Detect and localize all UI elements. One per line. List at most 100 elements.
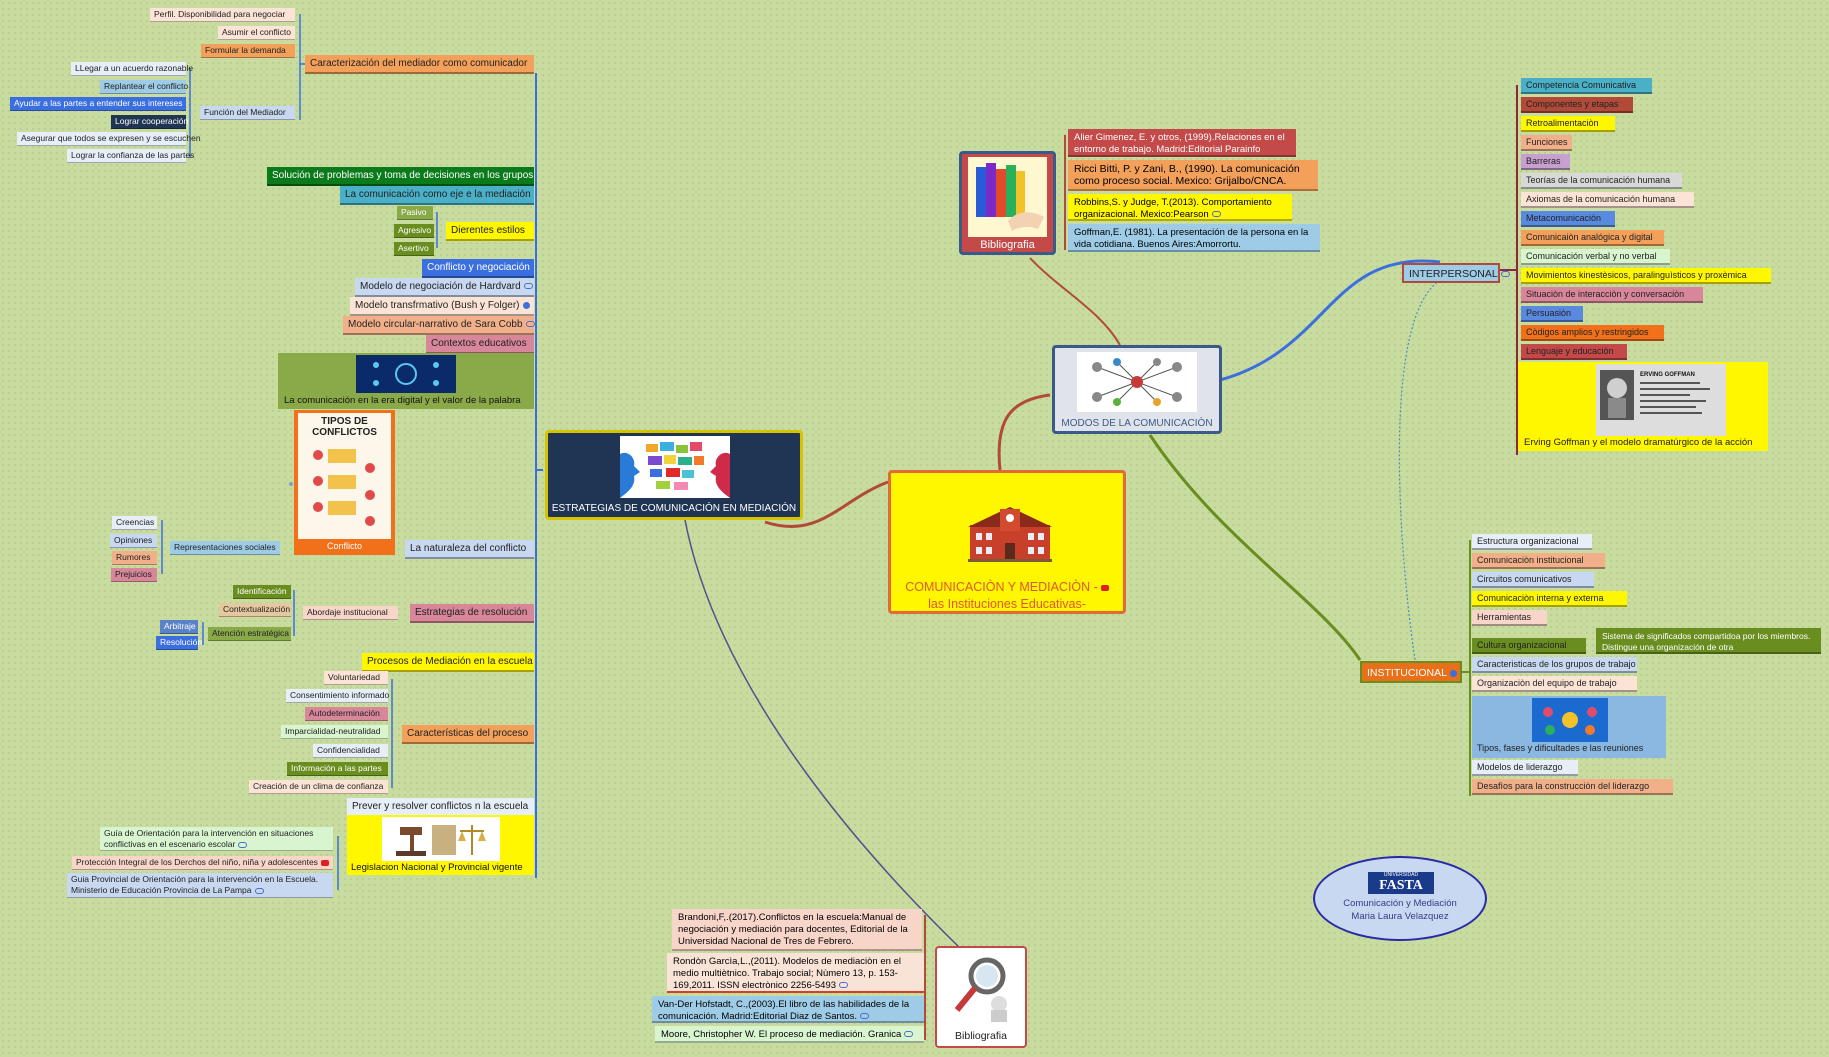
university-logo-node[interactable]: UNIVERSIDAD FASTA Comunicación y Mediaci… [1313, 856, 1487, 941]
abordaje-atencion[interactable]: Atención estratégica [208, 627, 291, 641]
atencion-arbitraje[interactable]: Arbitraje [160, 620, 198, 634]
repr-opiniones[interactable]: Opiniones [110, 534, 157, 548]
abordaje-identificacion[interactable]: Identificación [233, 585, 291, 599]
institucional-item[interactable]: Tipos, fases y dificultades e las reunio… [1477, 743, 1644, 753]
interpersonal-item[interactable]: Axiomas de la comunicación humana [1521, 192, 1694, 208]
carac-clima[interactable]: Creación de un clima de confianza [249, 780, 388, 794]
modos-node[interactable]: MODOS DE LA COMUNICACIÒN [1052, 345, 1222, 434]
funcion-item-5[interactable]: Asegurar que todos se expresen y se escu… [17, 132, 201, 146]
interpersonal-item[interactable]: Funciones [1521, 135, 1572, 151]
interpersonal-item[interactable]: Retroalimentaciòn [1521, 116, 1615, 132]
interpersonal-item[interactable]: Movimientos kinestèsicos, paralinguìstic… [1521, 268, 1771, 284]
central-topic[interactable]: COMUNICACIÒN Y MEDIACIÒN - las Instituci… [888, 470, 1126, 614]
funcion-item-6[interactable]: Lograr la confianza de las partes [67, 149, 194, 163]
link-icon[interactable] [525, 321, 535, 328]
asumir-item[interactable]: Asumir el conflicto [218, 26, 295, 40]
interpersonal-item[interactable]: Persuasiòn [1521, 306, 1583, 322]
digital-card[interactable]: La comunicación en la era digital y el v… [278, 353, 534, 409]
institucional-item[interactable]: Comunicaciòn interna y externa [1472, 591, 1627, 607]
interpersonal-node[interactable]: INTERPERSONAL [1402, 263, 1510, 283]
attachment-icon[interactable] [522, 301, 530, 309]
legislacion-card[interactable]: Legislacion Nacional y Provincial vigent… [347, 815, 534, 875]
repr-creencias[interactable]: Creencias [112, 516, 157, 530]
institucional-item[interactable]: Organizaciòn del equipo de trabajo [1472, 676, 1637, 692]
people-network-icon [1077, 352, 1197, 412]
institucional-item[interactable]: Modelos de liderazgo [1472, 760, 1578, 776]
repr-prejuicios[interactable]: Prejuicios [111, 568, 157, 582]
atencion-resolucion[interactable]: Resolución [156, 636, 202, 650]
funcion-item-1[interactable]: LLegar a un acuerdo razonable [71, 62, 193, 76]
interpersonal-item[interactable]: Comunicación verbal y no verbal [1521, 249, 1670, 265]
link-icon[interactable] [254, 887, 264, 894]
interpersonal-item[interactable]: Competencia Comunicativa [1521, 78, 1652, 94]
estilo-asertivo[interactable]: Asertivo [394, 242, 434, 256]
tipos-conflictos-card[interactable]: TIPOS DE CONFLICTOS Conflicto [294, 410, 395, 555]
naturaleza-node[interactable]: La naturaleza del conflicto [405, 540, 534, 559]
youtube-icon[interactable] [1100, 584, 1109, 591]
link-icon[interactable] [523, 283, 533, 290]
strategies-node[interactable]: ESTRATEGIAS DE COMUNICACIÓN EN MEDIACIÓN [545, 430, 803, 520]
funcion-mediador[interactable]: Función del Mediador [200, 106, 295, 120]
institucional-item[interactable]: Circuitos comunicativos [1472, 572, 1594, 588]
estilo-pasivo[interactable]: Pasivo [397, 206, 433, 220]
bibliography-bottom-node[interactable]: Bibliografia [935, 946, 1027, 1048]
institucional-item[interactable]: Comunicaciòn institucional [1472, 553, 1605, 569]
comment-icon[interactable] [1449, 669, 1457, 677]
interpersonal-item[interactable]: Situaciòn de interacciòn y conversaciòn [1521, 287, 1703, 303]
interpersonal-item[interactable]: Comunicaiòn analógica y digital [1521, 230, 1664, 246]
eje-node[interactable]: La comunicación como eje e la mediación [340, 186, 534, 205]
perfil-item[interactable]: Perfil. Disponibilidad para negociar [150, 8, 295, 22]
circular-node[interactable]: Modelo circular-narrativo de Sara Cobb [343, 316, 535, 335]
goffman-card[interactable]: ERVING GOFFMAN Erving Goffman y el model… [1518, 362, 1768, 451]
representaciones-node[interactable]: Representaciones sociales [170, 541, 280, 555]
procesos-node[interactable]: Procesos de Mediación en la escuela [362, 653, 534, 672]
institucional-item[interactable]: Herramientas [1472, 610, 1547, 626]
conflicto-negociacion-node[interactable]: Conflicto y negociación [422, 259, 534, 278]
link-icon[interactable] [860, 1013, 870, 1020]
institucional-item[interactable]: Cultura organizacional [1472, 638, 1586, 654]
carac-autodeterminacion[interactable]: Autodeterminación [305, 707, 388, 721]
transformativo-node[interactable]: Modelo transfrmativo (Bush y Folger) [350, 297, 534, 316]
contextos-node[interactable]: Contextos educativos [426, 335, 534, 354]
link-icon[interactable] [1500, 271, 1510, 278]
leg-proteccion[interactable]: Protección Integral de los Derchos del n… [72, 856, 333, 870]
link-icon[interactable] [839, 982, 849, 989]
interpersonal-item[interactable]: Barreras [1521, 154, 1570, 170]
reuniones-image-card[interactable] [1472, 696, 1666, 758]
carac-imparcialidad[interactable]: Imparcialidad-neutralidad [281, 725, 388, 739]
estilo-agresivo[interactable]: Agresivo [394, 224, 434, 238]
institucional-item[interactable]: Desafìos para la construcciòn del lidera… [1472, 779, 1673, 795]
youtube-icon[interactable] [320, 859, 329, 866]
funcion-item-4[interactable]: Lograr cooperación [111, 115, 188, 129]
funcion-item-3[interactable]: Ayudar a las partes a entender sus inter… [10, 97, 186, 111]
interpersonal-item[interactable]: Metacomunicaciòn [1521, 211, 1615, 227]
carac-consentimiento[interactable]: Consentimiento informado [286, 689, 389, 703]
carac-voluntariedad[interactable]: Voluntariedad [324, 671, 388, 685]
bibliography-top-node[interactable]: Bibliografia [959, 151, 1056, 255]
interpersonal-item[interactable]: Lenguaje y educaciòn [1521, 344, 1627, 360]
hardvard-node[interactable]: Modelo de negociación de Hardvard [355, 278, 534, 297]
mediador-node[interactable]: Caracterización del mediador como comuni… [305, 55, 534, 74]
estilos-node[interactable]: Dierentes estilos [446, 222, 534, 241]
repr-rumores[interactable]: Rumores [112, 551, 157, 565]
institucional-item[interactable]: Caracteristicas de los grupos de trabajo [1472, 657, 1637, 673]
link-icon[interactable] [238, 841, 248, 848]
institucional-node[interactable]: INSTITUCIONAL [1360, 661, 1462, 683]
caracteristicas-node[interactable]: Características del proceso [402, 725, 534, 744]
formular-item[interactable]: Formular la demanda [201, 44, 295, 58]
link-icon[interactable] [904, 1031, 914, 1038]
carac-informacion[interactable]: Información a las partes [287, 762, 388, 776]
estrategias-resolucion-node[interactable]: Estrategias de resolución [410, 604, 534, 623]
link-icon[interactable] [1211, 211, 1221, 218]
interpersonal-item[interactable]: Componentes y etapas [1521, 97, 1633, 113]
carac-confidencialidad[interactable]: Confidencialidad [313, 744, 388, 758]
leg-guia-provincial[interactable]: Guia Provincial de Orientación para la i… [67, 873, 333, 898]
abordaje-node[interactable]: Abordaje institucional [303, 606, 398, 620]
interpersonal-item[interactable]: Còdigos amplios y restringidos [1521, 325, 1664, 341]
solucion-node[interactable]: Solución de problemas y toma de decision… [267, 167, 534, 186]
abordaje-contextualizacion[interactable]: Contextualización [219, 603, 291, 617]
institucional-item[interactable]: Estructura organizacional [1472, 534, 1592, 550]
interpersonal-item[interactable]: Teorías de la comunicación humana [1521, 173, 1682, 189]
funcion-item-2[interactable]: Replantear el conflicto [100, 80, 188, 94]
leg-guia-orientacion[interactable]: Guía de Orientación para la intervención… [100, 827, 333, 851]
